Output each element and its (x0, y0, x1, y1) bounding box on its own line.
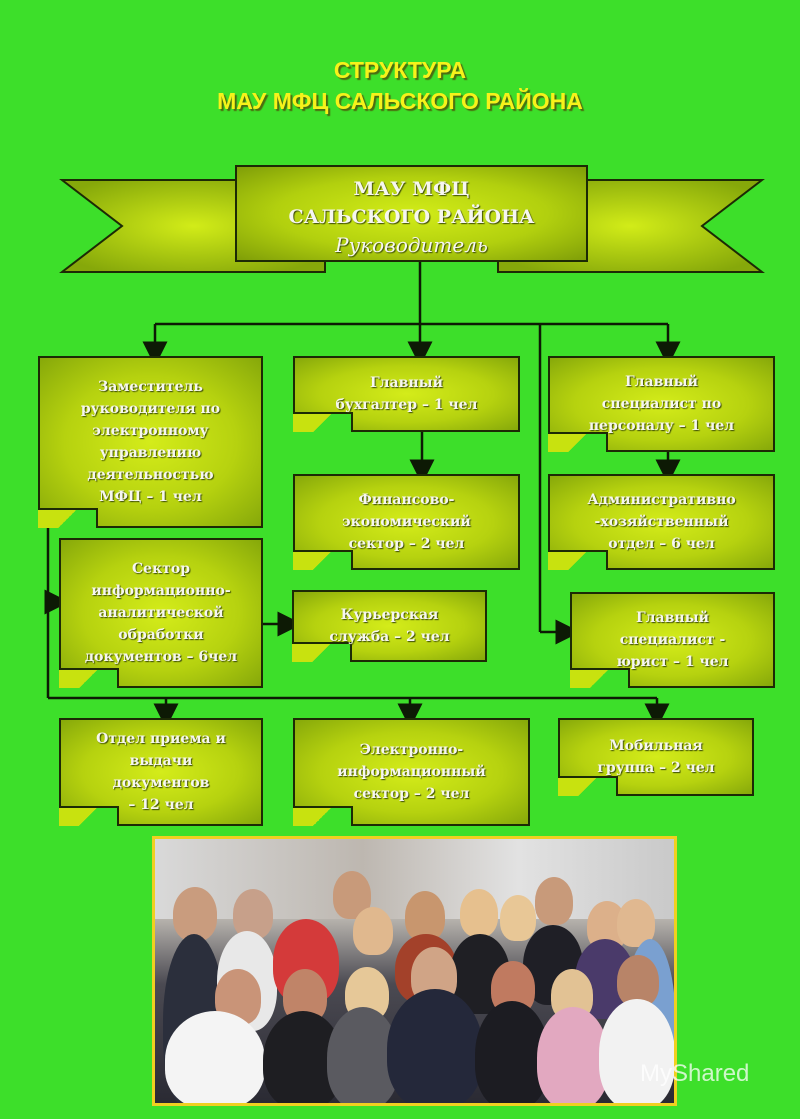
node-admin-dept: Административно -хозяйственный отдел – 6… (548, 474, 775, 570)
root-line-2: САЛЬСКОГО РАЙОНА (288, 206, 535, 228)
node-info-sector: Сектор информационно- аналитической обра… (59, 538, 263, 688)
node-hr-specialist-label: Главный специалист по персоналу – 1 чел (588, 374, 735, 434)
node-chief-accountant: Главный бухгалтер – 1 чел (293, 356, 520, 432)
person-figure (460, 889, 498, 937)
person-figure (475, 1001, 549, 1103)
title-line-2: МАУ МФЦ САЛЬСКОГО РАЙОНА (217, 88, 583, 114)
node-electronic-sector-label: Электронно- информационный сектор – 2 че… (337, 742, 486, 802)
node-deputy-label: Заместитель руководителя по электронному… (80, 379, 221, 505)
person-figure (353, 907, 393, 955)
root-line-1: МАУ МФЦ (353, 178, 470, 200)
person-figure (537, 1007, 609, 1103)
node-reception-label: Отдел приема и выдачи документов – 12 че… (96, 731, 226, 813)
person-figure (535, 877, 573, 925)
node-finance-sector-label: Финансово- экономический сектор – 2 чел (342, 492, 471, 552)
root-node-director: МАУ МФЦ САЛЬСКОГО РАЙОНА Руководитель (235, 165, 588, 262)
node-info-sector-label: Сектор информационно- аналитической обра… (84, 561, 238, 665)
node-reception: Отдел приема и выдачи документов – 12 че… (59, 718, 263, 826)
node-lawyer-label: Главный специалист - юрист – 1 чел (616, 610, 729, 670)
person-figure (500, 895, 536, 941)
person-figure (405, 891, 445, 941)
root-line-3: Руководитель (335, 233, 488, 257)
node-chief-accountant-label: Главный бухгалтер – 1 чел (335, 375, 478, 413)
team-photo (152, 836, 677, 1106)
page-title: СТРУКТУРА МАУ МФЦ САЛЬСКОГО РАЙОНА (0, 55, 800, 117)
person-figure (599, 999, 674, 1103)
person-figure (165, 1011, 265, 1103)
node-electronic-sector: Электронно- информационный сектор – 2 че… (293, 718, 530, 826)
node-hr-specialist: Главный специалист по персоналу – 1 чел (548, 356, 775, 452)
node-courier: Курьерская служба – 2 чел (292, 590, 487, 662)
person-figure (233, 889, 273, 939)
node-courier-label: Курьерская служба – 2 чел (329, 607, 450, 645)
node-deputy: Заместитель руководителя по электронному… (38, 356, 263, 528)
node-lawyer: Главный специалист - юрист – 1 чел (570, 592, 775, 688)
person-figure (173, 887, 217, 941)
person-figure (387, 989, 483, 1103)
person-figure (617, 955, 659, 1007)
watermark-text: MyShared (640, 1060, 750, 1087)
node-finance-sector: Финансово- экономический сектор – 2 чел (293, 474, 520, 570)
node-mobile-group-label: Мобильная группа – 2 чел (597, 738, 715, 776)
node-admin-dept-label: Административно -хозяйственный отдел – 6… (587, 492, 736, 552)
node-mobile-group: Мобильная группа – 2 чел (558, 718, 754, 796)
title-line-1: СТРУКТУРА (333, 57, 467, 83)
